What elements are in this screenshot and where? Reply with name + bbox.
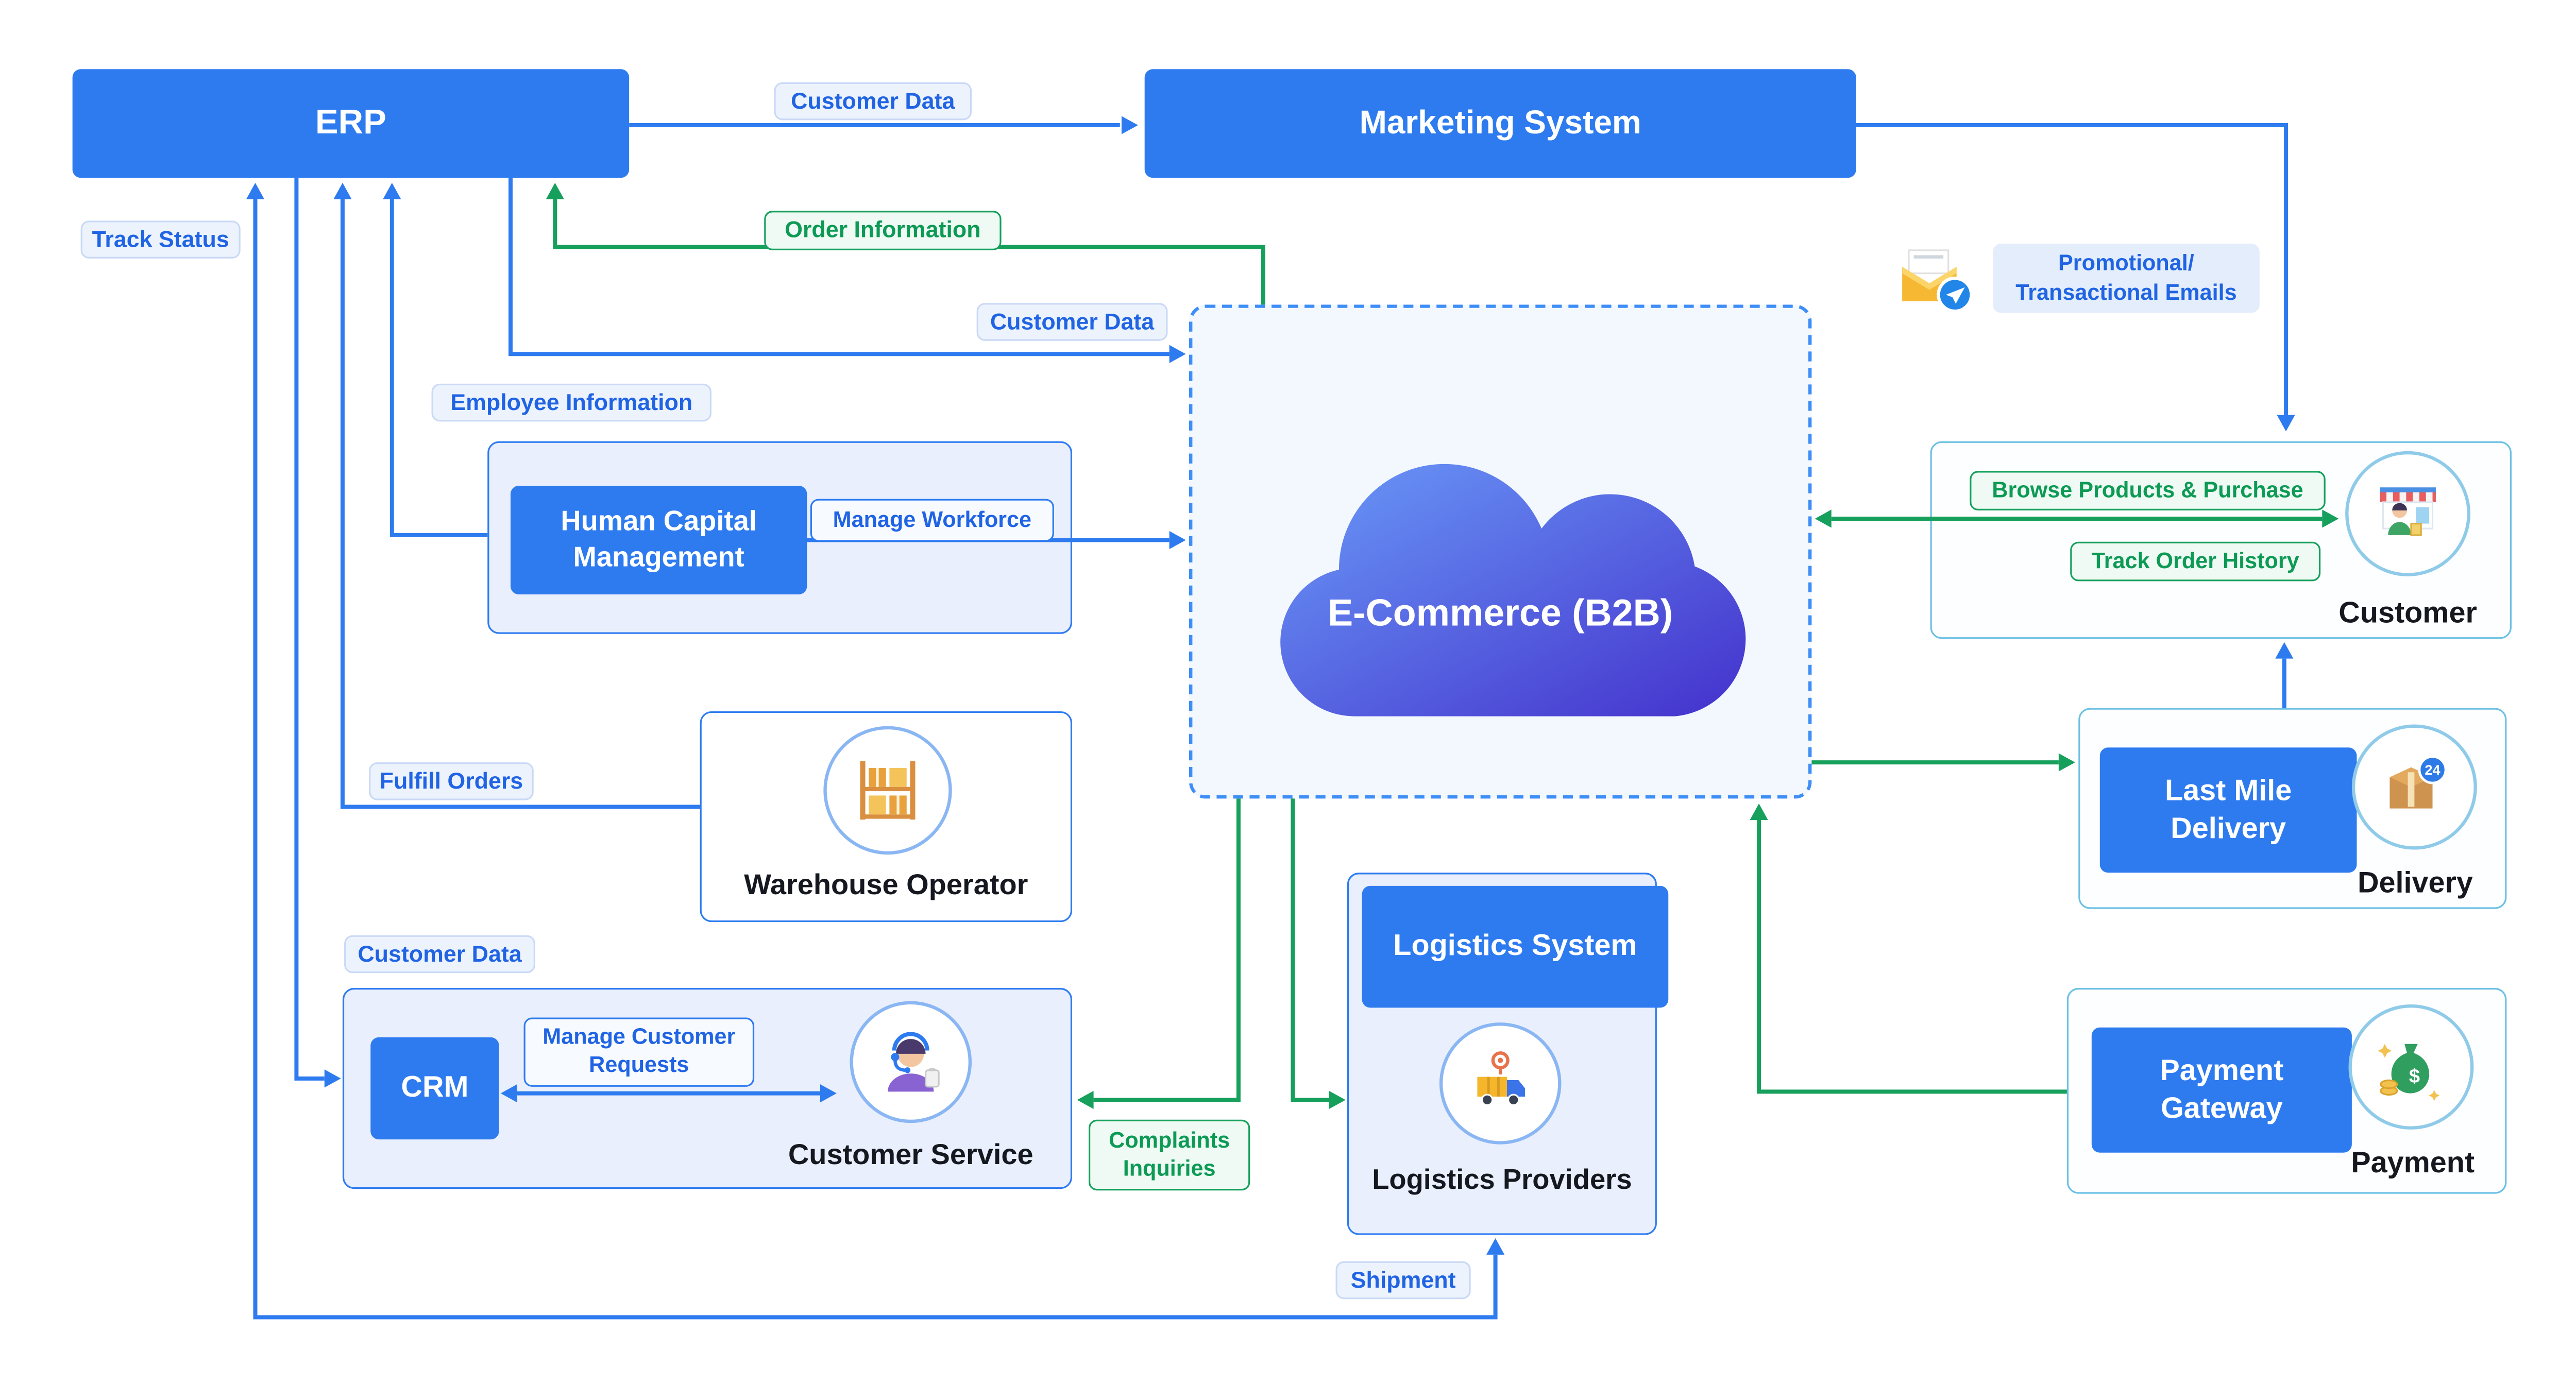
label-complaints-inquiries: Complaints Inquiries: [1089, 1119, 1250, 1191]
node-marketing-system: Marketing System: [1144, 69, 1856, 178]
delivery-badge-text: 24: [2425, 762, 2440, 778]
arrowhead: [2058, 753, 2075, 772]
arrowhead: [1121, 116, 1138, 134]
delivery-label: Delivery: [2357, 866, 2473, 899]
customer-label: Customer: [2338, 596, 2477, 629]
edge-erp-crm: [294, 178, 325, 1081]
label-manage-customer-requests: Manage Customer Requests: [523, 1017, 755, 1087]
label-manage-workforce: Manage Workforce: [810, 499, 1054, 542]
arrowhead: [324, 1069, 341, 1088]
package-24h-icon: 24: [2351, 724, 2477, 850]
payment-symbol-text: $: [2409, 1065, 2420, 1087]
node-hcm: Human Capital Management: [510, 486, 807, 595]
label-fulfill-orders: Fulfill Orders: [369, 762, 534, 800]
label-customer-data-crm: Customer Data: [344, 935, 535, 974]
node-crm: CRM: [370, 1037, 499, 1140]
edge-ecommerce-customer-service: [1093, 798, 1241, 1102]
node-ecommerce-zone: E-Commerce (B2B): [1189, 304, 1812, 799]
warehouse-icon: [823, 726, 952, 855]
arrowhead: [1750, 803, 1768, 820]
cloud-shape: [1280, 464, 1746, 716]
label-browse-products: Browse Products & Purchase: [1970, 471, 2326, 510]
customer-storefront-icon: [2345, 451, 2471, 576]
label-customer-data-marketing: Customer Data: [774, 82, 972, 121]
customer-service-label: Customer Service: [788, 1137, 1033, 1171]
label-track-status: Track Status: [80, 220, 241, 259]
email-icon: [1901, 244, 1973, 316]
arrowhead: [1329, 1090, 1346, 1109]
logistics-providers-label: Logistics Providers: [1372, 1164, 1632, 1196]
warehouse-label: Warehouse Operator: [744, 867, 1028, 901]
node-payment-gateway: Payment Gateway: [2091, 1027, 2352, 1153]
node-logistics-system: Logistics System: [1362, 885, 1669, 1008]
arrowhead: [383, 182, 401, 199]
label-customer-data-ecommerce: Customer Data: [976, 303, 1168, 341]
arrowhead: [1815, 509, 1832, 528]
ecommerce-label: E-Commerce (B2B): [1328, 591, 1673, 634]
arrowhead: [546, 182, 564, 199]
customer-service-icon: [850, 1001, 972, 1123]
arrowhead: [1169, 531, 1186, 550]
edge-payment-ecommerce: [1757, 819, 2067, 1094]
node-last-mile-delivery: Last Mile Delivery: [2099, 747, 2357, 873]
label-promo-emails: Promotional/ Transactional Emails: [1993, 244, 2260, 313]
arrowhead: [333, 182, 352, 199]
arrowhead: [2275, 642, 2294, 659]
label-track-order-history: Track Order History: [2070, 541, 2321, 582]
cloud-icon: [1280, 464, 1746, 716]
arrowhead: [2277, 415, 2295, 432]
edge-hcm-erp: [389, 199, 488, 537]
label-shipment: Shipment: [1335, 1261, 1471, 1300]
money-bag-icon: $: [2348, 1004, 2474, 1130]
payment-label: Payment: [2351, 1146, 2475, 1179]
arrowhead: [1486, 1238, 1505, 1255]
logistics-truck-icon: [1439, 1022, 1562, 1145]
label-employee-information: Employee Information: [431, 383, 711, 422]
edge-ecommerce-logistics: [1291, 798, 1329, 1102]
arrowhead: [246, 182, 265, 199]
arrowhead: [1169, 345, 1186, 363]
node-erp: ERP: [72, 69, 630, 178]
arrowhead: [1077, 1090, 1094, 1109]
label-order-information: Order Information: [764, 211, 1002, 250]
